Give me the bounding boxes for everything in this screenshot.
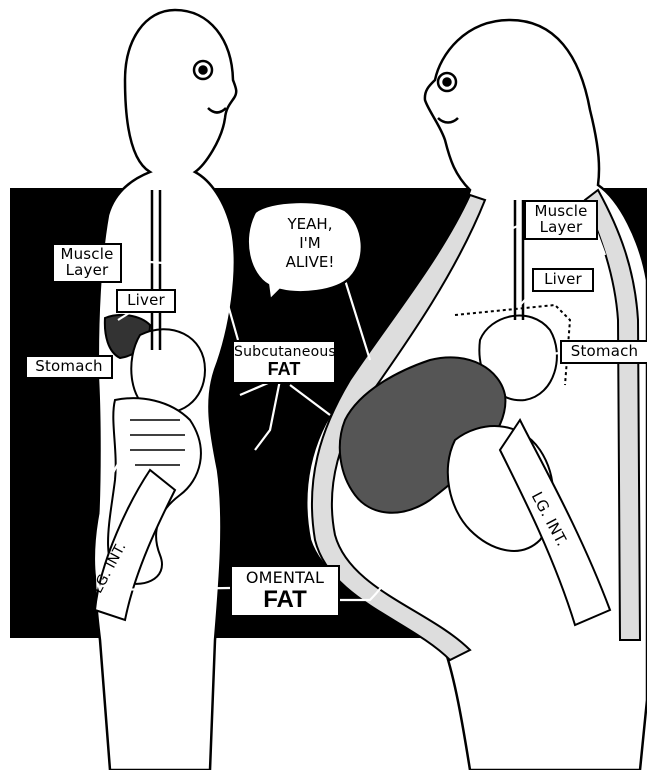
omental-fat-label: OMENTAL FAT	[230, 565, 340, 617]
speech-line-2: I'M	[264, 234, 356, 253]
right-muscle-layer-label: Muscle Layer	[524, 200, 598, 240]
speech-line-1: YEAH,	[264, 215, 356, 234]
left-stomach-label: Stomach	[25, 355, 113, 379]
subcutaneous-label-line-2: FAT	[234, 360, 334, 379]
subcutaneous-fat-label: Subcutaneous FAT	[232, 340, 336, 384]
left-muscle-layer-label: Muscle Layer	[52, 243, 122, 283]
speech-line-3: ALIVE!	[264, 253, 356, 272]
right-liver-label: Liver	[532, 268, 594, 292]
subcutaneous-label-line-1: Subcutaneous	[234, 345, 334, 360]
omental-label-line-2: FAT	[232, 587, 338, 612]
omental-label-line-1: OMENTAL	[232, 570, 338, 587]
left-liver-label: Liver	[116, 289, 176, 313]
right-stomach-label: Stomach	[560, 340, 647, 364]
left-muscle-label-line-2: Layer	[54, 263, 120, 279]
speech-bubble-text: YEAH, I'M ALIVE!	[264, 215, 356, 271]
right-muscle-label-line-2: Layer	[526, 220, 596, 236]
